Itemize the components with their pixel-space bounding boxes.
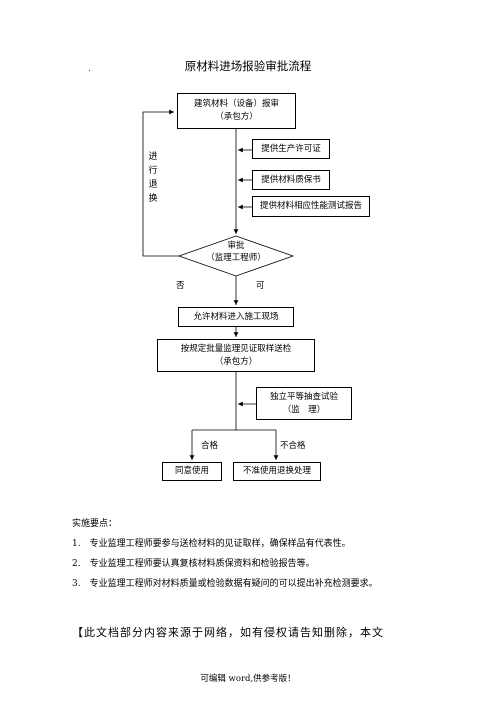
connector-return-loop [142,109,179,257]
note-item: 1. 专业监理工程师要参与送检材料的见证取样，确保样品有代表性。 [72,539,351,549]
footer-bottom: 可编辑 word,供参考版！ [200,674,296,684]
notes-heading: 实施要点： [72,519,118,529]
sample-box: 按规定批量监理见证取样送检 （承包方） [157,339,315,372]
start-box-line1: 建筑材料（设备）报审 [193,99,279,109]
return-label-char: 换 [148,194,158,204]
note-item: 2. 专业监理工程师要认真复核材料质保资料和检验报告等。 [72,559,315,569]
label-no: 否 [176,281,185,291]
note-item: 3. 专业监理工程师对材料质量或检验数据有疑问的可以提出补充检测要求。 [72,579,378,589]
approve-label: 审批 [227,241,245,251]
independent-box-line2: （监 理） [282,404,326,415]
allow-box-label: 允许材料进入施工现场 [193,311,279,322]
document-title: 原材料进场报验审批流程 [184,59,312,73]
agree-box: 同意使用 [162,462,222,481]
start-box-line2: （承包方） [215,112,258,122]
label-yes: 可 [256,281,265,291]
footer-disclaimer: 【此文档部分内容来源于网络，如有侵权请告知删除，本文 [72,626,384,639]
label-fail: 不合格 [280,441,306,451]
independent-box: 独立平等抽查试验 （监 理） [256,387,352,420]
doc-test-report-box: 提供材料相应性能测试报告 [252,196,370,217]
reject-box: 不准使用退换处理 [233,462,321,481]
return-label-char: 行 [148,166,158,176]
approve-sublabel: （监理工程师） [206,253,266,263]
doc-license-box: 提供生产许可证 [252,139,330,159]
stray-dot: . [88,64,91,74]
label-pass: 合格 [201,441,219,451]
doc-license-label: 提供生产许可证 [261,143,321,154]
doc-test-report-label: 提供材料相应性能测试报告 [259,201,362,211]
return-label-char: 退 [148,180,158,190]
reject-box-label: 不准使用退换处理 [242,466,311,476]
allow-box: 允许材料进入施工现场 [178,307,294,327]
return-label: 进 行 退 换 [146,150,160,206]
start-box: 建筑材料（设备）报审 （承包方） [177,93,296,129]
return-label-char: 进 [148,152,158,162]
approve-diamond-text: 审批 （监理工程师） [196,240,276,264]
sample-box-line1: 按规定批量监理见证取样送检 [180,343,292,354]
independent-box-line1: 独立平等抽查试验 [269,391,338,402]
agree-box-label: 同意使用 [174,466,209,476]
sample-box-line2: （承包方） [214,356,258,367]
doc-warranty-label: 提供材料质保书 [261,174,321,185]
doc-warranty-box: 提供材料质保书 [252,170,330,190]
